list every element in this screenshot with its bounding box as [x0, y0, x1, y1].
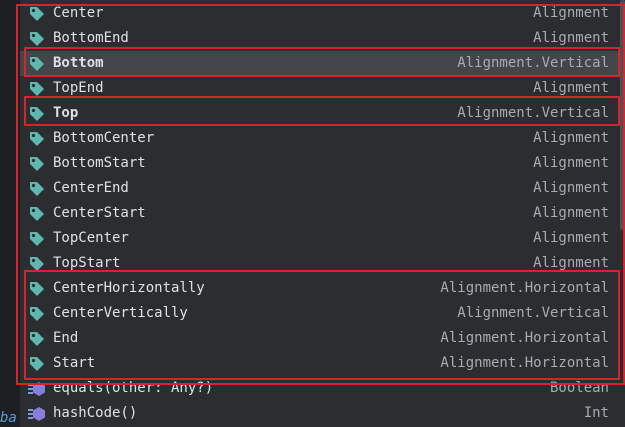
- completion-item[interactable]: equals(other: Any?) Boolean: [20, 376, 625, 401]
- completion-item-name: TopCenter: [53, 230, 129, 246]
- tag-icon: [28, 205, 46, 223]
- completion-item-name: CenterEnd: [53, 180, 129, 196]
- completion-item-name: equals(other: Any?): [53, 380, 214, 396]
- completion-item-name: End: [53, 330, 79, 346]
- completion-item[interactable]: Bottom Alignment.Vertical: [20, 51, 625, 76]
- completion-item[interactable]: Top Alignment.Vertical: [20, 101, 625, 126]
- tag-icon: [28, 180, 46, 198]
- completion-item-type: Alignment.Vertical: [457, 55, 609, 71]
- completion-item[interactable]: CenterHorizontally Alignment.Horizontal: [20, 276, 625, 301]
- tag-icon: [28, 255, 46, 273]
- tag-icon: [28, 330, 46, 348]
- method-icon: [28, 380, 46, 398]
- completion-item-type: Alignment: [533, 130, 609, 146]
- completion-item[interactable]: CenterVertically Alignment.Vertical: [20, 301, 625, 326]
- completion-item[interactable]: TopCenter Alignment: [20, 226, 625, 251]
- completion-item-name: Start: [53, 355, 96, 371]
- completion-item-name: CenterHorizontally: [53, 280, 205, 296]
- tag-icon: [28, 80, 46, 98]
- tag-icon: [28, 305, 46, 323]
- completion-item-name: Center: [53, 5, 104, 21]
- completion-scrollbar[interactable]: [620, 0, 625, 230]
- tag-icon: [28, 155, 46, 173]
- completion-item[interactable]: Center Alignment: [20, 1, 625, 26]
- completion-item-type: Alignment.Horizontal: [440, 280, 609, 296]
- completion-item-type: Alignment: [533, 230, 609, 246]
- tag-icon: [28, 5, 46, 23]
- completion-item-name: BottomCenter: [53, 130, 155, 146]
- completion-item-name: BottomStart: [53, 155, 146, 171]
- completion-item-name: CenterStart: [53, 205, 146, 221]
- completion-item[interactable]: hashCode() Int: [20, 401, 625, 426]
- completion-item[interactable]: CenterEnd Alignment: [20, 176, 625, 201]
- completion-item[interactable]: CenterStart Alignment: [20, 201, 625, 226]
- tag-icon: [28, 105, 46, 123]
- completion-item[interactable]: BottomCenter Alignment: [20, 126, 625, 151]
- editor-code-fragment: ba: [0, 410, 17, 426]
- editor-gutter: [0, 0, 20, 427]
- completion-item-type: Alignment: [533, 30, 609, 46]
- completion-item[interactable]: Start Alignment.Horizontal: [20, 351, 625, 376]
- completion-item-type: Alignment: [533, 205, 609, 221]
- tag-icon: [28, 280, 46, 298]
- completion-item-name: hashCode(): [53, 405, 138, 421]
- completion-item-type: Alignment: [533, 180, 609, 196]
- completion-item-type: Alignment.Horizontal: [440, 355, 609, 371]
- tag-icon: [28, 355, 46, 373]
- completion-item-type: Alignment.Horizontal: [440, 330, 609, 346]
- tag-icon: [28, 55, 46, 73]
- method-icon: [28, 405, 46, 423]
- completion-item-type: Boolean: [549, 380, 609, 396]
- completion-item-name: BottomEnd: [53, 30, 129, 46]
- completion-item[interactable]: BottomEnd Alignment: [20, 26, 625, 51]
- completion-item[interactable]: TopStart Alignment: [20, 251, 625, 276]
- completion-item-type: Alignment: [533, 155, 609, 171]
- completion-item-type: Int: [583, 405, 609, 421]
- tag-icon: [28, 30, 46, 48]
- completion-item-name: Top: [53, 105, 79, 121]
- completion-item-type: Alignment: [533, 80, 609, 96]
- tag-icon: [28, 130, 46, 148]
- completion-item-name: TopStart: [53, 255, 121, 271]
- completion-item-type: Alignment.Vertical: [457, 305, 609, 321]
- completion-item-type: Alignment: [533, 5, 609, 21]
- completion-item[interactable]: BottomStart Alignment: [20, 151, 625, 176]
- completion-item-type: Alignment: [533, 255, 609, 271]
- completion-item-name: Bottom: [53, 55, 104, 71]
- tag-icon: [28, 230, 46, 248]
- completion-item-name: CenterVertically: [53, 305, 188, 321]
- completion-item-type: Alignment.Vertical: [457, 105, 609, 121]
- completion-item-name: TopEnd: [53, 80, 104, 96]
- completion-item[interactable]: TopEnd Alignment: [20, 76, 625, 101]
- completion-item[interactable]: End Alignment.Horizontal: [20, 326, 625, 351]
